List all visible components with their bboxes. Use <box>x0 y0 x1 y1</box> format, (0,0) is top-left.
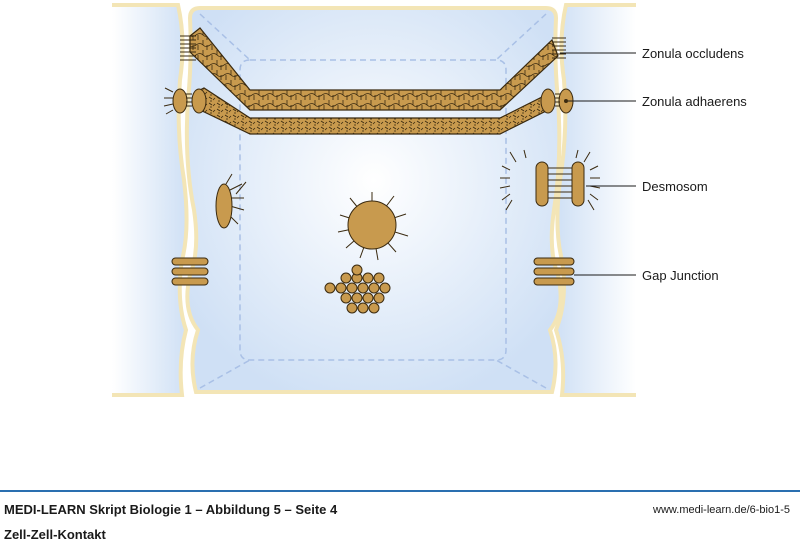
left-desmosom-half <box>215 173 247 229</box>
desmosom-junction <box>499 149 601 211</box>
radial-plaque-center <box>337 192 409 261</box>
tight-junction-strands-right <box>552 37 566 59</box>
label-gap-junction: Gap Junction <box>642 268 719 283</box>
footer-title: MEDI-LEARN Skript Biologie 1 – Abbildung… <box>4 502 338 517</box>
label-desmosom: Desmosom <box>642 179 708 194</box>
left-neighbour-cell <box>112 2 189 397</box>
zonula-occludens-band <box>180 27 566 111</box>
tight-junction-strands-left <box>180 35 196 61</box>
central-cell <box>184 6 563 394</box>
footer-divider <box>0 490 800 492</box>
adhaerens-plaque-right <box>540 88 574 114</box>
label-zonula-adhaerens: Zonula adhaerens <box>642 94 747 109</box>
gap-junction-left <box>171 257 209 286</box>
gap-junction-cluster <box>324 264 391 314</box>
cell-junction-diagram: Zonula occludens Zonula adhaerens Desmos… <box>112 2 747 397</box>
label-zonula-occludens: Zonula occludens <box>642 46 744 61</box>
footer-url: www.medi-learn.de/6-bio1-5 <box>653 504 790 516</box>
footer-subtitle: Zell-Zell-Kontakt <box>4 527 106 542</box>
right-neighbour-cell <box>553 3 636 397</box>
adhaerens-plaque-left <box>163 87 207 115</box>
gap-junction-right <box>533 257 575 286</box>
label-leaders <box>560 52 636 276</box>
zonula-adhaerens-band <box>163 87 574 135</box>
